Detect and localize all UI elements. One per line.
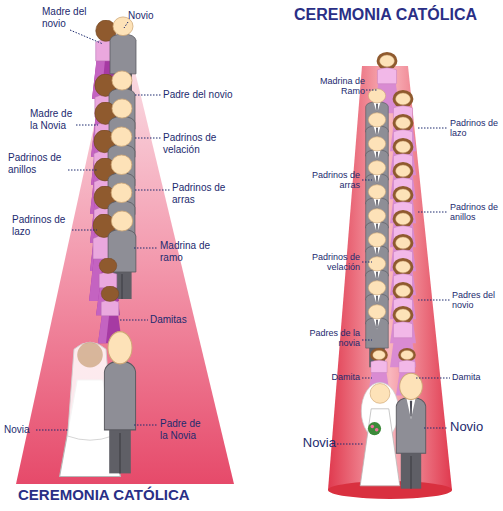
leader-line — [366, 90, 378, 91]
leader-line — [362, 180, 372, 181]
leader-line — [124, 22, 128, 28]
figure-label: Damita — [304, 372, 360, 382]
figure-label: Padrinos de arras — [304, 170, 360, 191]
figure-label: Novia — [4, 424, 44, 436]
leader-line — [418, 212, 448, 213]
figure-label: Madrina de Ramo — [310, 76, 365, 97]
leader-line — [362, 340, 372, 341]
leader-line — [135, 95, 161, 96]
figure-label: Padrinos de anillos — [8, 152, 68, 175]
leader-line — [120, 320, 148, 321]
leader-line — [416, 378, 450, 379]
carpet — [16, 34, 234, 484]
figure-label: Padre del novio — [163, 89, 253, 101]
figure-label: Padrinos de lazo — [12, 214, 72, 237]
leader-line — [135, 138, 161, 139]
figure-label: Padrinos de lazo — [450, 118, 503, 139]
groom-figure — [396, 373, 425, 488]
man-figure — [104, 332, 135, 474]
figure-label: Padres del novio — [452, 290, 502, 311]
figure-label: Novio — [128, 10, 168, 22]
leader-line — [76, 125, 98, 126]
figure-label: Madre de la Novia — [30, 108, 76, 131]
figure-label: Madre del novio — [42, 6, 92, 29]
leader-line — [72, 230, 97, 231]
figure-label: Padrinos de anillos — [450, 202, 503, 223]
figure-label: Padrinos de velación — [304, 252, 360, 273]
title: CEREMONIA CATÓLICA — [294, 6, 477, 24]
figure-label: Padrinos de arras — [172, 182, 234, 205]
leader-line — [418, 128, 448, 129]
leader-line — [418, 300, 450, 301]
leader-line — [362, 378, 372, 379]
figure-label: Madrina de ramo — [160, 240, 216, 263]
leader-line — [68, 170, 97, 171]
figure-label: Padre de la Novia — [160, 418, 206, 441]
leader-lines — [36, 22, 170, 430]
figure-label: Damitas — [150, 314, 210, 326]
leader-line — [362, 262, 372, 263]
leader-line — [337, 444, 364, 445]
heading: CEREMONIA CATÓLICA — [18, 486, 190, 503]
leader-line — [135, 190, 170, 191]
leader-line — [134, 425, 158, 426]
figure-label: Damita — [452, 372, 502, 382]
leader-line — [36, 430, 68, 431]
leader-line — [70, 30, 103, 44]
carpet — [328, 66, 452, 490]
figure-label: Novio — [450, 420, 502, 435]
figure-label: Padres de la novia — [304, 328, 360, 349]
figure-label: Padrinos de velación — [163, 132, 225, 155]
bride-figure — [360, 382, 400, 485]
leader-line — [424, 428, 448, 429]
figure-label: Novia — [296, 436, 336, 451]
leader-line — [134, 248, 158, 249]
